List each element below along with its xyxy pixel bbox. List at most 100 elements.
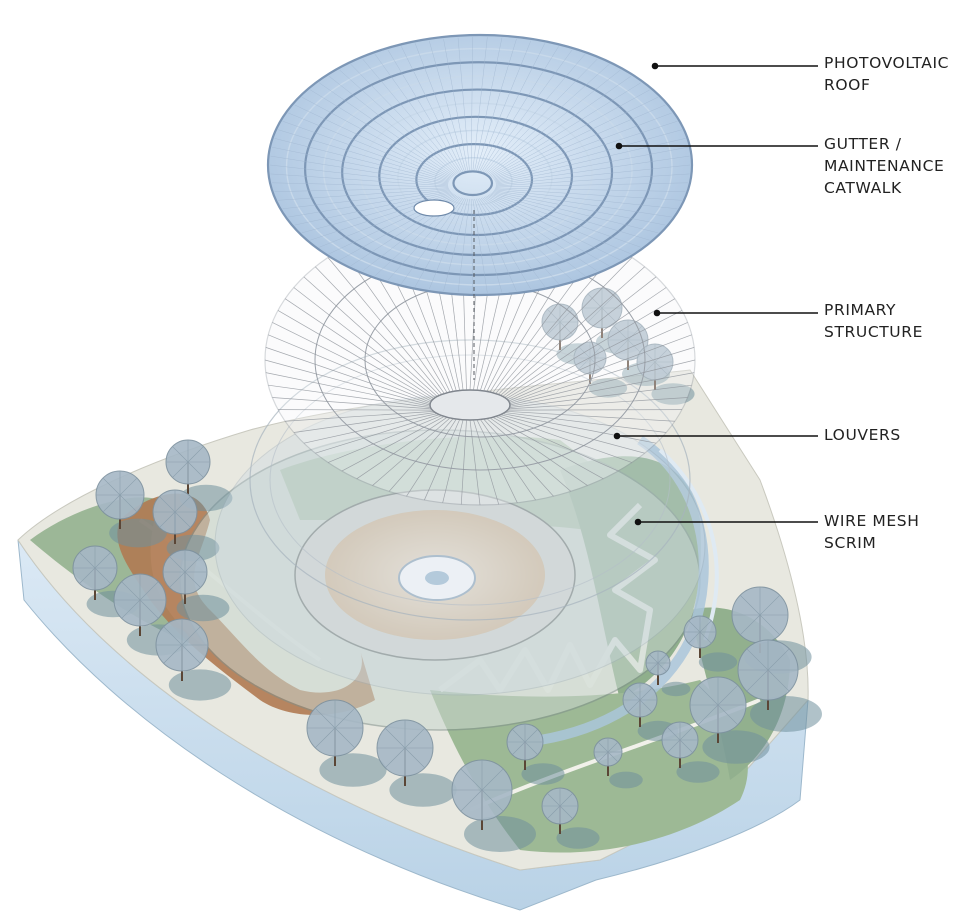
tree-canopy-rib [613, 339, 629, 355]
structure-rib [508, 322, 688, 402]
leader-dot-louvers [613, 432, 621, 440]
tree-canopy-rib [314, 707, 336, 729]
roof-panel-rib [493, 112, 672, 180]
tree-shadow [702, 730, 770, 764]
tree-canopy-rib [759, 594, 781, 616]
roof-panel-rib [475, 38, 517, 172]
tree-canopy-rib [121, 599, 141, 619]
tree-canopy-rib [460, 789, 483, 812]
roof-panel-rib [479, 43, 546, 172]
roof-panel-rib [374, 54, 461, 174]
structure-rib [498, 257, 633, 395]
roof-panel-rib [480, 197, 559, 284]
roof-panel-rib [485, 58, 598, 174]
roof-panel-rib [288, 190, 451, 218]
tree-canopy-rib [547, 321, 561, 335]
tree-canopy-rib [139, 581, 159, 601]
tree-canopy-rib [613, 325, 629, 341]
roof-panel-rib [401, 46, 464, 173]
roof-ring [341, 88, 614, 257]
tree-canopy-rib [559, 793, 573, 807]
roof-panel-rib [479, 198, 546, 287]
structure-rib [506, 298, 676, 399]
tree-canopy-rib [589, 357, 602, 370]
label-primary-structure: PRIMARY STRUCTURE [824, 301, 924, 341]
tree-canopy-rib [597, 751, 609, 763]
structure-rib [509, 359, 696, 406]
roof-panel-rib [490, 82, 642, 177]
roof-panel-rib [493, 191, 666, 226]
structure-rib [372, 417, 451, 486]
roof-panel-rib [288, 112, 451, 180]
structure-rib [502, 276, 657, 397]
tree-canopy-rib [697, 684, 719, 706]
structure-rib [327, 415, 442, 463]
roof-panel-rib [487, 69, 621, 175]
tree-shadow [661, 681, 691, 697]
tree-canopy-rib [746, 648, 769, 671]
roof-ring [378, 115, 574, 237]
roof-panel-rib [362, 58, 459, 174]
roof-panel-rib [271, 146, 449, 184]
roof-panel-rib [474, 37, 503, 172]
tree-canopy-rib [547, 805, 561, 819]
tree-canopy-rib [163, 626, 183, 646]
tree-canopy-rib [139, 599, 159, 619]
tree-canopy-rib [607, 741, 619, 753]
tree-canopy-rib [559, 309, 573, 323]
tree-shadow [176, 594, 230, 622]
tree-canopy-rib [649, 662, 659, 672]
tree-canopy-rib [102, 477, 121, 496]
label-wire-mesh-scrim: WIRE MESH SCRIM [824, 512, 920, 552]
structure-rib [504, 287, 667, 398]
structure-rib [277, 310, 433, 401]
structure-rib [293, 412, 436, 433]
tree-canopy-rib [187, 461, 204, 478]
tree-canopy-rib [404, 727, 426, 749]
roof-panel-rib [274, 138, 449, 183]
roof-panel-rib [493, 104, 666, 179]
tree-canopy-rib [187, 446, 204, 463]
roof-panel-rib [495, 146, 689, 184]
roof-panel-rib [475, 198, 517, 292]
east-glazed-arc-2 [658, 448, 719, 641]
structure-rib [272, 322, 432, 402]
structure-rib [277, 409, 433, 411]
structure-rib [480, 419, 536, 501]
structure-rib [268, 334, 431, 403]
structure-rib [284, 298, 434, 399]
roof-panel-rib [472, 37, 488, 172]
structure-rib [265, 372, 431, 407]
structure-rib [341, 248, 445, 394]
structure-rib [506, 410, 675, 422]
roof-panel-rib [282, 120, 450, 181]
central-oculus-core [425, 571, 449, 585]
tree-shadow [676, 761, 720, 783]
tree-canopy-rib [657, 662, 667, 672]
tree-canopy-rib [679, 727, 693, 741]
roof-panel-rib [414, 43, 465, 172]
roof-panel-rib [491, 89, 651, 177]
tree-canopy-rib [767, 648, 790, 671]
structure-rib [469, 419, 481, 506]
roof-panel-rib [309, 89, 453, 177]
solar-trees [72, 287, 822, 852]
tree-canopy-rib [627, 687, 641, 701]
tree-shadow [109, 518, 167, 548]
roof-panel-rib [278, 188, 449, 201]
tree-canopy-rib [172, 446, 189, 463]
tree-canopy-rib [159, 511, 176, 528]
roof-panel-rib [489, 194, 632, 255]
structure-rib [502, 413, 657, 444]
tree-canopy-rib [163, 644, 183, 664]
structure-rib [264, 359, 431, 406]
tree-canopy-rib [627, 699, 641, 713]
roof-panel-rib [470, 37, 473, 172]
structure-rib [507, 310, 683, 401]
roof-panel-rib [474, 198, 503, 293]
structure-rib [509, 347, 695, 405]
roof-panel-rib [470, 198, 473, 293]
structure-rib [315, 414, 440, 454]
roof-panel-rib [328, 75, 455, 176]
tree-canopy-rib [94, 567, 111, 584]
